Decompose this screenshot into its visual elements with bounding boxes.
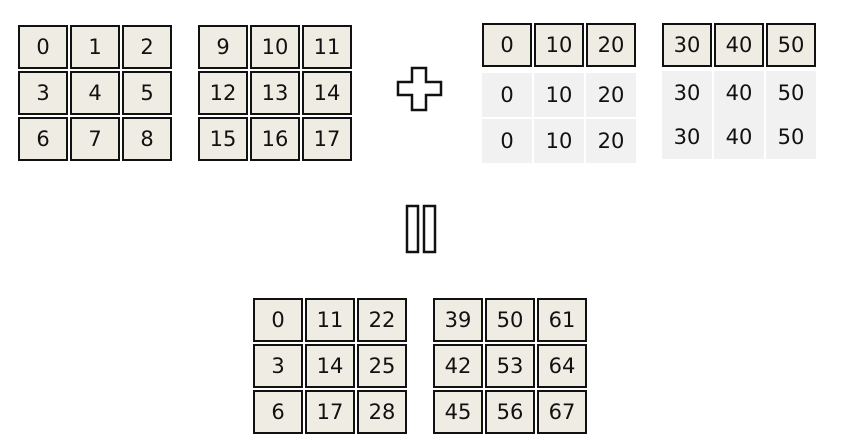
array-b-cell: 40 [714,23,764,67]
array-a-cell: 13 [250,71,300,115]
result-cell: 6 [253,390,303,434]
result-cell: 53 [485,344,535,388]
array-b-broadcast-cell: 40 [714,71,764,115]
array-b-broadcast-cell: 50 [766,115,816,159]
array-b-broadcast-cell: 30 [662,71,712,115]
result-cell: 22 [357,298,407,342]
array-b-broadcast-cell: 20 [586,119,636,163]
result-cell: 17 [305,390,355,434]
array-a-cell: 15 [198,117,248,161]
result-cell: 64 [537,344,587,388]
array-a-cell: 5 [122,71,172,115]
result-cell: 25 [357,344,407,388]
array-a-cell: 8 [122,117,172,161]
array-a-cell: 2 [122,25,172,69]
array-a-cell: 12 [198,71,248,115]
array-b-broadcast-cell: 10 [534,73,584,117]
array-b-broadcast-cell: 40 [714,115,764,159]
result-cell: 0 [253,298,303,342]
array-b-broadcast-cell: 50 [766,71,816,115]
array-a-cell: 3 [18,71,68,115]
result-cell: 42 [433,344,483,388]
array-b-broadcast-cell: 0 [482,119,532,163]
array-a-cell: 11 [302,25,352,69]
array-a-cell: 9 [198,25,248,69]
array-a-cell: 1 [70,25,120,69]
array-a-cell: 4 [70,71,120,115]
array-b-cell: 50 [766,23,816,67]
array-b-broadcast-cell: 10 [534,119,584,163]
equals-icon [405,204,437,254]
array-a-cell: 16 [250,117,300,161]
array-b-cell: 30 [662,23,712,67]
array-b-cell: 0 [482,23,532,67]
array-b-broadcast-cell: 0 [482,73,532,117]
array-b-cell: 20 [586,23,636,67]
result-cell: 61 [537,298,587,342]
result-cell: 28 [357,390,407,434]
plus-icon [396,66,443,112]
result-cell: 11 [305,298,355,342]
result-cell: 39 [433,298,483,342]
result-cell: 50 [485,298,535,342]
result-cell: 67 [537,390,587,434]
result-cell: 3 [253,344,303,388]
result-cell: 56 [485,390,535,434]
array-a-cell: 17 [302,117,352,161]
array-a-cell: 0 [18,25,68,69]
result-cell: 45 [433,390,483,434]
array-b-cell: 10 [534,23,584,67]
array-a-cell: 6 [18,117,68,161]
result-cell: 14 [305,344,355,388]
array-a-cell: 14 [302,71,352,115]
array-b-broadcast-cell: 30 [662,115,712,159]
array-a-cell: 7 [70,117,120,161]
array-a-cell: 10 [250,25,300,69]
array-b-broadcast-cell: 20 [586,73,636,117]
